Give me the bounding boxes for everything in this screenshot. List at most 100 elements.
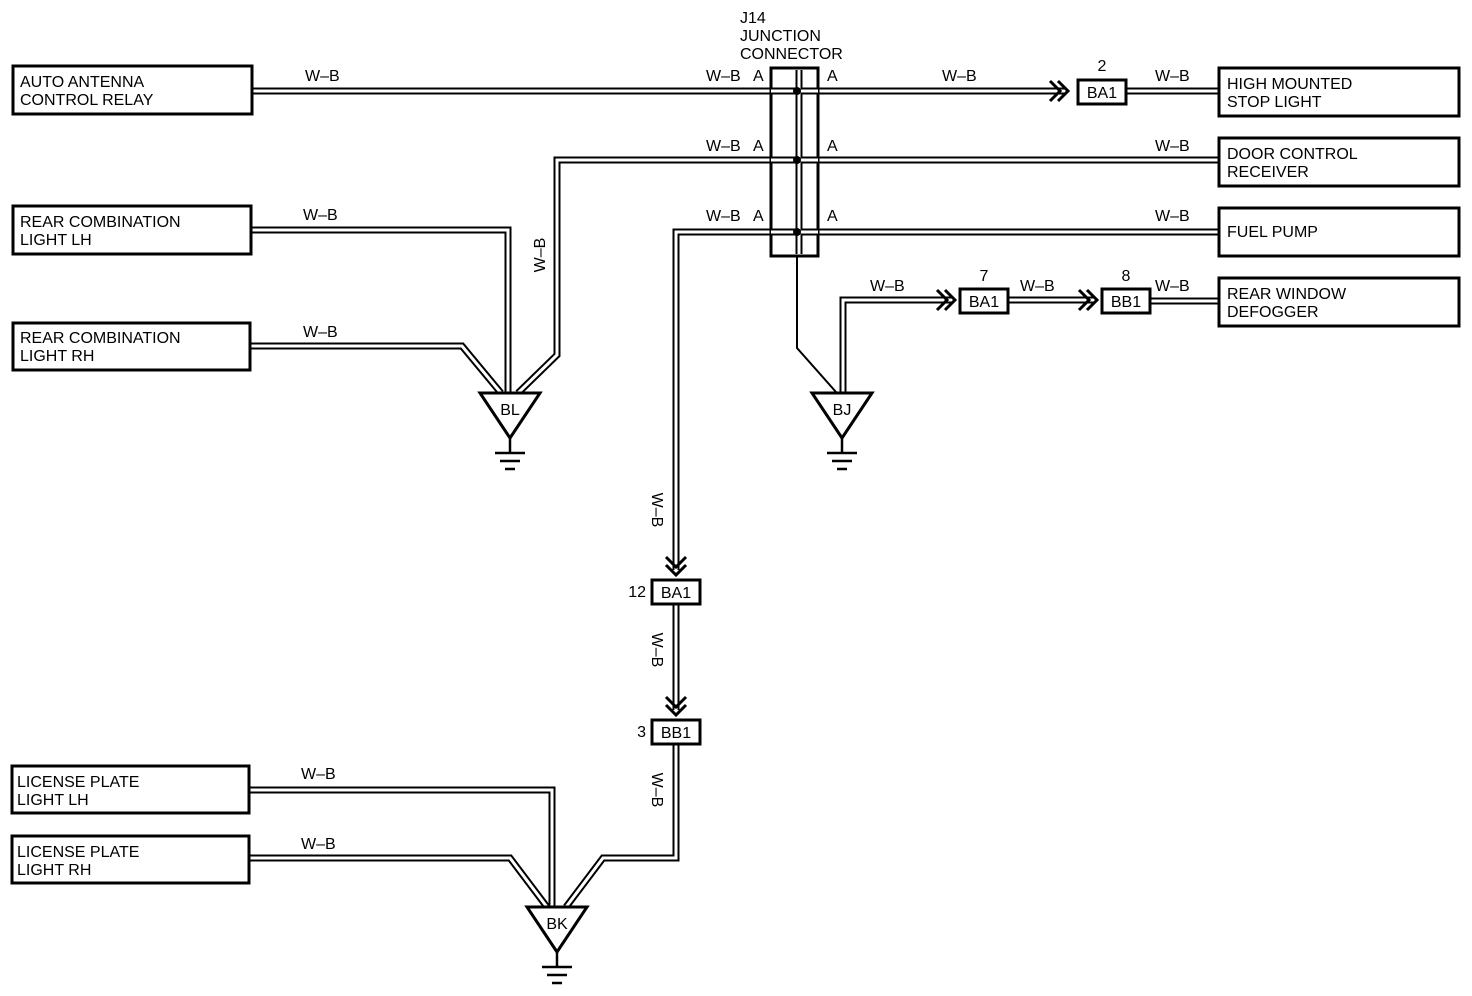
wire-rear-combination-rh: [250, 342, 504, 396]
wire-core: [250, 344, 503, 394]
chevron-right-icon: [943, 288, 958, 312]
wire-license-plate-rh: [249, 854, 550, 910]
junction-id: J14: [740, 10, 766, 27]
pin-label: A: [827, 68, 838, 85]
wire-color-label-vertical: W–B: [648, 633, 665, 668]
connector-ba1-pin-7: BA1 7: [958, 268, 1010, 315]
wire-j14-to-bj: [796, 256, 837, 393]
wire-color-label-vertical: W–B: [532, 238, 549, 273]
component-door-control-receiver: DOOR CONTROL RECEIVER: [1217, 136, 1461, 188]
component-label: LIGHT RH: [17, 862, 91, 879]
wire-color-label: W–B: [303, 324, 338, 341]
chevron-right-icon: [1048, 79, 1063, 103]
chevron-down-icon: [664, 563, 688, 578]
wire-color-label-vertical: W–B: [648, 773, 665, 808]
wire-color-label: W–B: [1020, 278, 1055, 295]
chevron-right-icon: [1085, 288, 1100, 312]
connector-name: BB1: [1111, 294, 1141, 311]
connector-bb1-pin-3: BB1 3: [637, 718, 702, 746]
component-auto-antenna-control-relay: AUTO ANTENNA CONTROL RELAY: [11, 64, 254, 116]
component-label: LIGHT LH: [17, 792, 89, 809]
pin-label: A: [827, 208, 838, 225]
connector-ba1-pin-2: BA1 2: [1076, 58, 1128, 106]
connector-box: [958, 287, 1010, 315]
pin-label: A: [753, 68, 764, 85]
junction-label-line2: CONNECTOR: [740, 46, 843, 63]
connector-box: [1100, 287, 1152, 315]
pin-label: A: [753, 138, 764, 155]
ground-label: BL: [500, 402, 520, 419]
connector-name: BA1: [1087, 85, 1117, 102]
wire-color-label: W–B: [942, 68, 977, 85]
connector-pin: 3: [637, 724, 646, 741]
wire-core: [251, 228, 510, 393]
ground-label: BJ: [833, 402, 852, 419]
connector-bb1-pin-8: BB1 8: [1100, 268, 1152, 315]
component-box: [1217, 66, 1461, 118]
component-box: [10, 764, 251, 815]
wire-core: [841, 298, 953, 393]
connector-box: [650, 718, 702, 746]
ground-icon: [542, 952, 572, 985]
component-label: LICENSE PLATE: [17, 844, 139, 861]
connector-name: BA1: [661, 585, 691, 602]
connector-pin: 7: [980, 268, 989, 285]
component-box: [11, 64, 254, 116]
component-label: REAR COMBINATION: [20, 330, 181, 347]
wire-color-label-vertical: W–B: [648, 493, 665, 528]
wire-rear-combination-lh: [251, 226, 512, 393]
ground-icon: [495, 438, 525, 471]
wire-color-label: W–B: [1155, 138, 1190, 155]
component-label: LIGHT RH: [20, 348, 94, 365]
component-label: LICENSE PLATE: [17, 774, 139, 791]
connector-pin: 8: [1122, 268, 1131, 285]
component-label: FUEL PUMP: [1227, 224, 1318, 241]
component-box: [11, 321, 252, 372]
connector-arrows: [664, 79, 1100, 718]
wire-color-label: W–B: [305, 68, 340, 85]
pin-label: A: [753, 208, 764, 225]
connector-name: BA1: [969, 294, 999, 311]
chevron-right-icon: [1077, 288, 1092, 312]
component-rear-window-defogger: REAR WINDOW DEFOGGER: [1217, 276, 1461, 328]
junction-connector-j14: J14 JUNCTION CONNECTOR A A A A A A: [740, 10, 843, 258]
component-label: DOOR CONTROL: [1227, 146, 1358, 163]
component-license-plate-light-rh: LICENSE PLATE LIGHT RH: [10, 834, 251, 885]
component-high-mounted-stop-light: HIGH MOUNTED STOP LIGHT: [1217, 66, 1461, 118]
component-label: HIGH MOUNTED: [1227, 76, 1352, 93]
component-box: [1217, 276, 1461, 328]
wire-core: [516, 158, 771, 395]
junction-dot: [793, 228, 801, 236]
ground-bj: BJ: [809, 391, 875, 471]
ground-bl: BL: [477, 391, 543, 471]
wire-color-labels: W–B W–B W–B W–B W–B W–B W–B W–B W–B W–B …: [301, 68, 1190, 853]
wire-core: [564, 745, 678, 908]
component-label: REAR COMBINATION: [20, 214, 181, 231]
ground-bk: BK: [524, 905, 590, 985]
connector-pin: 2: [1098, 58, 1107, 75]
component-box: [1217, 136, 1461, 188]
pin-label: A: [827, 138, 838, 155]
wire-j14-to-ba1-12: [672, 228, 771, 570]
connector-box: [650, 578, 702, 606]
component-rear-combination-light-lh: REAR COMBINATION LIGHT LH: [11, 204, 253, 256]
wire-bj-to-ba1-7: [839, 296, 953, 393]
chevron-down-icon: [664, 695, 688, 710]
connector-box: [1076, 78, 1128, 106]
component-label: STOP LIGHT: [1227, 94, 1322, 111]
connector-ba1-pin-12: BA1 12: [628, 578, 702, 606]
ground-point-triangle: [809, 391, 875, 441]
wire-color-label: W–B: [706, 138, 741, 155]
chevron-down-icon: [664, 703, 688, 718]
component-label: LIGHT LH: [20, 232, 92, 249]
ground-point-triangle: [524, 905, 590, 955]
ground-point-triangle: [477, 391, 543, 441]
component-license-plate-light-lh: LICENSE PLATE LIGHT LH: [10, 764, 251, 815]
wire-color-label: W–B: [301, 766, 336, 783]
component-label: CONTROL RELAY: [20, 92, 154, 109]
wire-color-label: W–B: [1155, 68, 1190, 85]
ground-icon: [827, 438, 857, 471]
component-label: AUTO ANTENNA: [20, 74, 145, 91]
wire-color-label: W–B: [1155, 278, 1190, 295]
